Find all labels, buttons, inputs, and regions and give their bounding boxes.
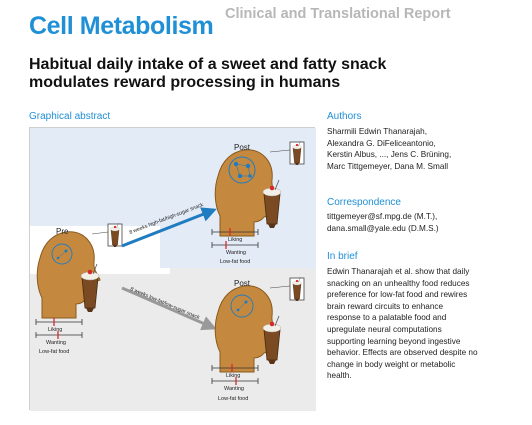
post-top-wanting-label: Wanting [226, 250, 246, 256]
graphical-abstract: Pre Liking Wanting Low-fat food 8 weeks … [29, 127, 316, 411]
authors-line: Kerstin Albus, ..., Jens C. Brüning, [327, 150, 452, 160]
brief-line: supporting learning beyond ingestive [327, 336, 461, 346]
pre-lowfat-label: Low-fat food [39, 349, 69, 355]
correspondence-email[interactable]: tittgemeyer@sf.mpg.de (M.T.), [327, 212, 438, 221]
brief-line: upregulate neural computations [327, 324, 442, 334]
correspondence-list: tittgemeyer@sf.mpg.de (M.T.), dana.small… [327, 211, 517, 234]
title-line-2: modulates reward processing in humans [29, 74, 341, 91]
authors-line: Marc Tittgemeyer, Dana M. Small [327, 161, 449, 171]
pre-shake-thumbnail [107, 222, 123, 248]
brief-line: response to a palatable food and [327, 313, 447, 323]
post-top-liking-label: Liking [228, 237, 242, 243]
post-bottom-liking-label: Liking [226, 373, 240, 379]
arrow-low-fat [121, 286, 217, 331]
authors-label: Authors [327, 111, 362, 122]
post-top-shake-thumbnail [289, 140, 305, 166]
authors-line: Alexandra G. DiFeliceantonio, [327, 138, 436, 148]
post-bottom-lowfat-label: Low-fat food [218, 396, 248, 402]
brief-line: brain reward circuits to enhance [327, 301, 444, 311]
pre-liking-label: Liking [48, 327, 62, 333]
pre-label: Pre [56, 227, 69, 236]
brief-line: health. [327, 371, 352, 381]
pre-wanting-label: Wanting [46, 340, 66, 346]
authors-line: Sharmili Edwin Thanarajah, [327, 127, 427, 136]
post-top-label: Post [234, 143, 251, 152]
article-title: Habitual daily intake of a sweet and fat… [29, 56, 509, 92]
brief-line: Edwin Thanarajah et al. show that daily [327, 267, 470, 276]
journal-name: Cell Metabolism [29, 12, 214, 40]
arrow-high-fat [121, 207, 217, 248]
post-bottom-label: Post [234, 279, 251, 288]
brief-line: snacking on an unhealthy food reduces [327, 278, 470, 288]
authors-list: Sharmili Edwin Thanarajah, Alexandra G. … [327, 126, 517, 172]
post-bottom-shake-thumbnail [289, 276, 305, 302]
correspondence-email[interactable]: dana.small@yale.edu (D.M.S.) [327, 223, 439, 233]
brief-line: behavior. Effects are observed despite n… [327, 348, 478, 358]
in-brief-label: In brief [327, 251, 358, 262]
brief-line: change in body weight or metabolic [327, 359, 456, 369]
brief-line: preference for low-fat food and rewires [327, 290, 468, 300]
post-top-lowfat-label: Low-fat food [220, 259, 250, 265]
correspondence-label: Correspondence [327, 197, 401, 208]
graphical-abstract-label: Graphical abstract [29, 111, 111, 122]
report-type: Clinical and Translational Report [225, 6, 451, 22]
post-bottom-wanting-label: Wanting [224, 386, 244, 392]
in-brief-text: Edwin Thanarajah et al. show that daily … [327, 266, 517, 382]
graphical-abstract-figure: Pre Liking Wanting Low-fat food 8 weeks … [30, 128, 316, 411]
title-line-1: Habitual daily intake of a sweet and fat… [29, 56, 387, 73]
